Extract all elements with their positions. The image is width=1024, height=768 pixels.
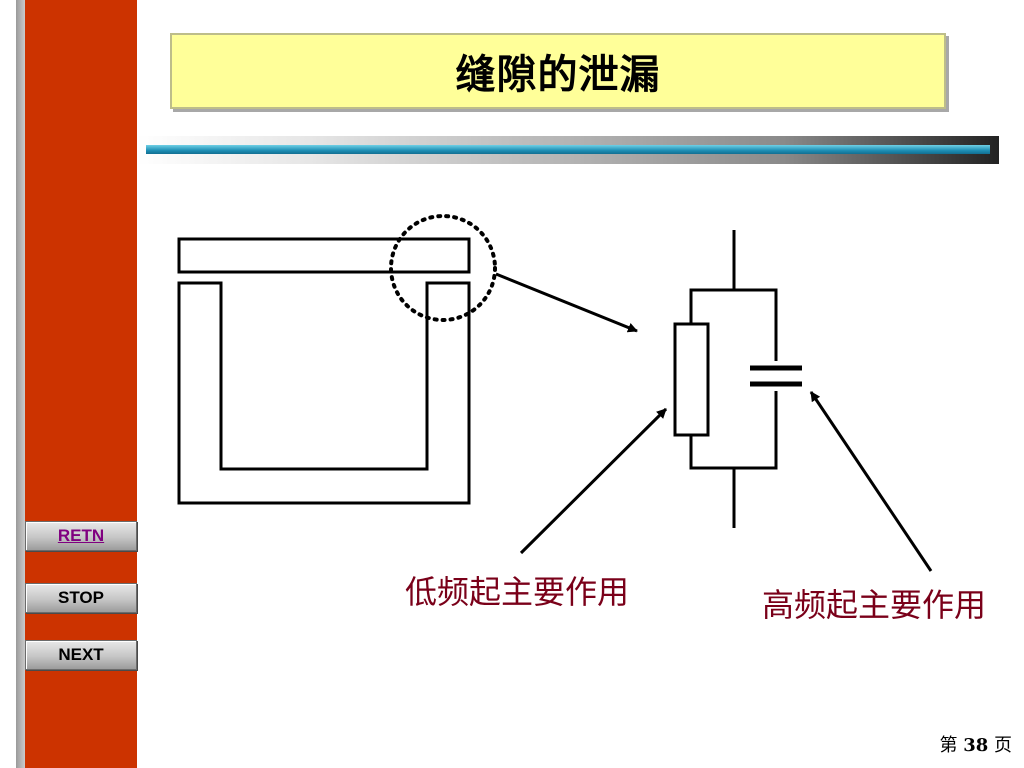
enclosure-body — [177, 281, 471, 505]
resistor — [673, 322, 710, 437]
title-box: 缝隙的泄漏 — [170, 33, 946, 109]
next-button[interactable]: NEXT — [25, 640, 137, 670]
page-number-value: 38 — [963, 735, 989, 756]
page-suffix: 页 — [994, 735, 1012, 756]
circuit-top-branch — [689, 288, 778, 361]
slide-title: 缝隙的泄漏 — [455, 52, 661, 98]
low-frequency-caption: 低频起主要作用 — [405, 573, 630, 611]
retn-button[interactable]: RETN — [25, 521, 137, 551]
page-prefix: 第 — [939, 735, 958, 756]
gap-to-circuit-arrow — [495, 272, 638, 333]
high-freq-arrow — [809, 391, 933, 572]
circuit-bottom-branch — [689, 391, 778, 470]
stop-button[interactable]: STOP — [25, 583, 137, 613]
gap-highlight-circle — [389, 214, 497, 322]
high-frequency-caption: 高频起主要作用 — [762, 586, 987, 624]
low-freq-arrow — [519, 407, 668, 555]
title-rule-accent — [146, 145, 990, 154]
page-number: 第 38 页 — [939, 731, 1012, 757]
enclosure-lid — [177, 237, 471, 274]
sidebar-shadow — [16, 0, 26, 768]
equivalent-circuit — [673, 230, 802, 528]
